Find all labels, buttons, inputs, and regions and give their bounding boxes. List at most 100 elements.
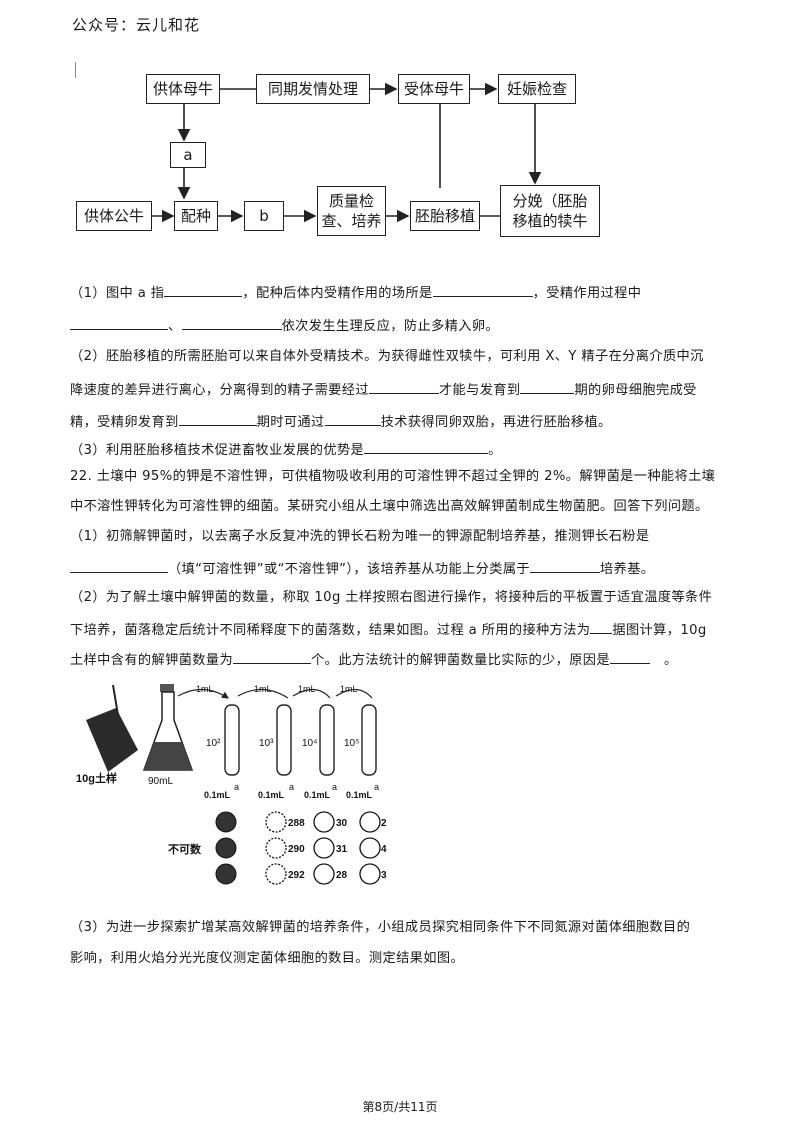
recipient-cow-box: 受体母牛 xyxy=(398,74,470,104)
answer-blank xyxy=(324,411,381,426)
count-292: 292 xyxy=(288,870,305,881)
answer-blank xyxy=(70,315,168,330)
answer-blank xyxy=(181,315,282,330)
inoculum-label-1: 0.1mL xyxy=(204,790,231,800)
q2-text-d: 精，受精卵发育到 xyxy=(70,415,179,430)
uncountable-label: 不可数 xyxy=(168,842,202,856)
dilution-label-2: 10³ xyxy=(259,738,274,749)
test-tube-1 xyxy=(224,704,240,776)
step-label-1: a xyxy=(234,782,239,792)
soil-label: 10g土样 xyxy=(76,771,117,785)
answer-blank xyxy=(590,619,613,634)
q2-text-b: 才能与发育到 xyxy=(438,383,521,398)
calving-box: 分娩（胚胎 移植的犊牛 xyxy=(500,185,600,237)
q2-line3: 精，受精卵发育到 期时可通过 技术获得同卵双胎，再进行胚胎移植。 xyxy=(70,411,750,433)
dilution-drawing: 10g土样 90mL 1mL 1mL 1mL 1mL 10² 10³ 10⁴ xyxy=(76,684,387,885)
q22-s2-text-d: 个。此方法统计的解钾菌数量比实际的少，原因是 xyxy=(311,653,610,668)
q22-line1: 22. 土壤中 95%的钾是不溶性钾，可供植物吸收利用的可溶性钾不超过全钾的 2… xyxy=(70,469,716,484)
test-tube-2 xyxy=(276,704,292,776)
q22-s3-line2: 影响，利用火焰分光光度仪测定菌体细胞的数目。测定结果如图。 xyxy=(70,951,465,966)
q2-text-f: 技术获得同卵双胎，再进行胚胎移植。 xyxy=(380,415,612,430)
q2-text-a: 降速度的差异进行离心，分离得到的精子需要经过 xyxy=(70,383,369,398)
q22-s1-line1: （1）初筛解钾菌时，以去离子水反复冲洗的钾长石粉为唯一的钾源配制培养基，推测钾长… xyxy=(70,529,650,544)
count-288: 288 xyxy=(288,818,305,829)
plates-10e4 xyxy=(313,811,335,885)
q2-line1: （2）胚胎移植的所需胚胎可以来自体外受精技术。为获得雌性双犊牛，可利用 X、Y … xyxy=(70,349,704,364)
step-label-3: a xyxy=(332,782,337,792)
q22-s1-text-a: （填“可溶性钾”或“不溶性钾”），该培养基从功能上分类属于 xyxy=(168,562,531,577)
count-31: 31 xyxy=(336,844,348,855)
answer-blank xyxy=(520,379,575,394)
count-28: 28 xyxy=(336,870,348,881)
embryo-transfer-box: 胚胎移植 xyxy=(410,201,480,231)
q2-line2: 降速度的差异进行离心，分离得到的精子需要经过 才能与发育到 期的卵母细胞完成受 xyxy=(70,379,750,401)
plates-10e2 xyxy=(215,811,237,885)
q22-s3-line1: （3）为进一步探索扩增某高效解钾菌的培养条件，小组成员探究相同条件下不同氮源对菌… xyxy=(70,920,691,935)
count-290: 290 xyxy=(288,844,305,855)
count-3: 3 xyxy=(381,870,387,881)
transfer-label-1: 1mL xyxy=(196,684,214,694)
q1-text-3: ，受精作用过程中 xyxy=(532,286,642,301)
count-30: 30 xyxy=(336,818,348,829)
pregnancy-check-box: 妊娠检查 xyxy=(498,74,576,104)
q1-text-5: 依次发生生理反应，防止多精入卵。 xyxy=(281,319,499,334)
dilution-label-1: 10² xyxy=(206,738,221,749)
q22-s1-line2: （填“可溶性钾”或“不溶性钾”），该培养基从功能上分类属于 培养基。 xyxy=(70,558,750,580)
page-header-source: 公众号：云儿和花 xyxy=(72,16,201,34)
margin-mark xyxy=(75,62,76,78)
test-tube-4 xyxy=(361,704,377,776)
dilution-label-4: 10⁵ xyxy=(344,738,359,749)
process-b-box: b xyxy=(244,201,284,231)
serial-dilution-figure: 10g土样 90mL 1mL 1mL 1mL 1mL 10² 10³ 10⁴ xyxy=(68,680,388,890)
q22-s2-line1: （2）为了解土壤中解钾菌的数量，称取 10g 土样按照右图进行操作，将接种后的平… xyxy=(70,590,713,605)
count-4: 4 xyxy=(381,844,387,855)
q22-s1-text-b: 培养基。 xyxy=(600,562,655,577)
answer-blank xyxy=(233,649,312,664)
quality-check-box: 质量检 查、培养 xyxy=(317,186,386,236)
q2-text-e: 期时可通过 xyxy=(256,415,325,430)
dilution-label-3: 10⁴ xyxy=(302,738,317,749)
answer-blank xyxy=(70,558,168,573)
embryo-transfer-flow-diagram: 供体母牛 同期发情处理 受体母牛 妊娠检查 a 供体公牛 配种 b 质量检 查、… xyxy=(70,60,630,250)
inoculum-label-3: 0.1mL xyxy=(304,790,331,800)
transfer-label-2: 1mL xyxy=(254,684,272,694)
plates-10e3 xyxy=(265,811,287,885)
q2-text-c: 期的卵母细胞完成受 xyxy=(574,383,697,398)
q22-s2-text-c: 土样中含有的解钾菌数量为 xyxy=(70,653,234,668)
test-tube-3 xyxy=(319,704,335,776)
transfer-label-4: 1mL xyxy=(340,684,358,694)
step-label-4: a xyxy=(374,782,379,792)
answer-blank xyxy=(530,558,601,573)
conical-flask xyxy=(142,684,194,771)
step-label-2: a xyxy=(289,782,294,792)
plates-10e5 xyxy=(359,811,381,885)
answer-blank xyxy=(164,282,243,297)
q1-line2: 、 依次发生生理反应，防止多精入卵。 xyxy=(70,315,750,337)
answer-blank xyxy=(368,379,439,394)
q3-end: 。 xyxy=(488,443,502,458)
q22-s2-text-b: 据图计算，10g xyxy=(612,623,707,638)
q22-s2-line2: 下培养，菌落稳定后统计不同稀释度下的菌落数，结果如图。过程 a 所用的接种方法为… xyxy=(70,619,750,641)
page-footer: 第8页/共11页 xyxy=(362,1100,438,1114)
q1-line1: （1）图中 a 指 ，配种后体内受精作用的场所是 ，受精作用过程中 xyxy=(70,282,750,304)
q22-line2: 中不溶性钾转化为可溶性钾的细菌。某研究小组从土壤中筛选出高效解钾菌制成生物菌肥。… xyxy=(70,499,709,514)
q3-text: （3）利用胚胎移植技术促进畜牧业发展的优势是 xyxy=(70,443,365,458)
answer-blank xyxy=(432,282,533,297)
inoculum-label-4: 0.1mL xyxy=(346,790,373,800)
answer-blank xyxy=(364,439,489,454)
answer-blank xyxy=(610,649,650,664)
inoculum-label-2: 0.1mL xyxy=(258,790,285,800)
q1-text-1: （1）图中 a 指 xyxy=(70,286,165,301)
answer-blank xyxy=(178,411,257,426)
q1-text-2: ，配种后体内受精作用的场所是 xyxy=(242,286,433,301)
transfer-label-3: 1mL xyxy=(298,684,316,694)
donor-bull-box: 供体公牛 xyxy=(76,201,152,231)
count-2: 2 xyxy=(381,818,387,829)
q22-s2-line3: 土样中含有的解钾菌数量为个。此方法统计的解钾菌数量比实际的少，原因是。 xyxy=(70,649,750,671)
soil-beaker xyxy=(86,684,138,772)
q1-text-4: 、 xyxy=(168,319,182,334)
flask-volume: 90mL xyxy=(148,776,173,787)
process-a-box: a xyxy=(170,142,206,168)
q22-s2-text-a: 下培养，菌落稳定后统计不同稀释度下的菌落数，结果如图。过程 a 所用的接种方法为 xyxy=(70,623,591,638)
q3-line: （3）利用胚胎移植技术促进畜牧业发展的优势是 。 xyxy=(70,439,750,461)
